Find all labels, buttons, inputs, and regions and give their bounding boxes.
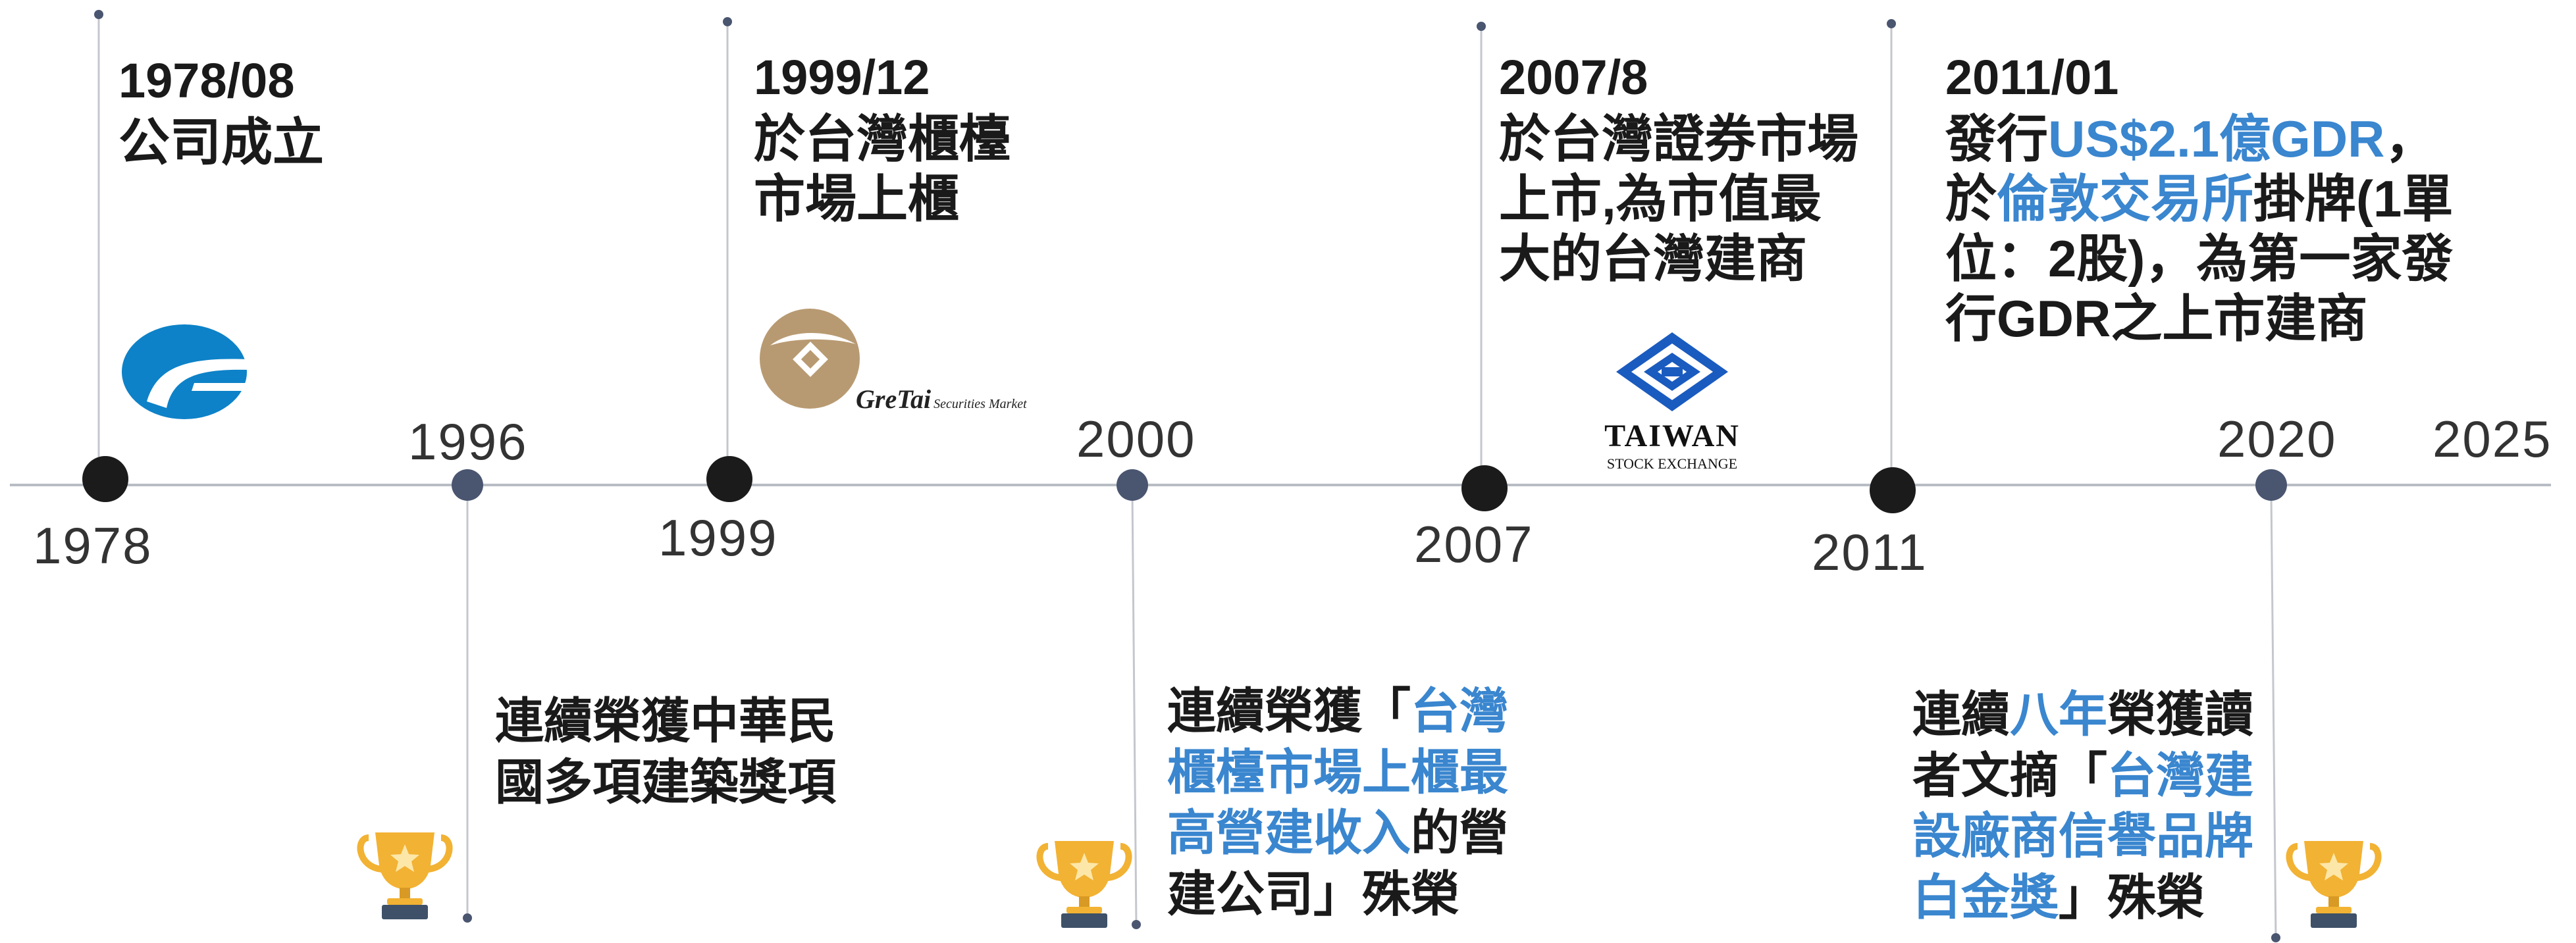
- highlight-text: 高營建收入: [1167, 805, 1411, 860]
- minor-dot-2020: [2255, 469, 2287, 501]
- gretai-wordmark: GreTai Securities Market: [856, 384, 1027, 415]
- text-segment: 榮獲讀: [2107, 687, 2253, 742]
- award-text-line: 連續八年榮獲讀: [1912, 684, 2253, 746]
- year-label-1996: 1996: [408, 413, 528, 471]
- year-label-2025: 2025: [2432, 410, 2552, 468]
- highlight-text: 八年: [2010, 687, 2107, 742]
- year-label-1999: 1999: [658, 509, 778, 567]
- connector-end-dot: [463, 913, 472, 923]
- milestone-dot-1999: [706, 456, 752, 502]
- milestone-text: 於台灣證券市場: [1499, 109, 1859, 168]
- year-label-2007: 2007: [1414, 515, 1534, 573]
- twse-emblem: [1616, 332, 1728, 411]
- year-label-1978: 1978: [33, 517, 153, 574]
- milestone-2007: 2007/8 於台灣證券市場 上市,為市值最 大的台灣建商: [1499, 49, 1858, 289]
- twse-sub: STOCK EXCHANGE: [1606, 455, 1738, 472]
- milestone-1978: 1978/08 公司成立: [118, 53, 324, 172]
- trophy-icon: [357, 832, 453, 919]
- connector-end-dot: [94, 10, 103, 19]
- milestone-text-line: 位：2股)，為第一家發: [1945, 230, 2454, 288]
- text-segment: 發行: [1945, 109, 2049, 168]
- highlight-gdr-amount: US$2.1億GDR: [2048, 109, 2385, 168]
- highlight-london-exchange: 倫敦交易所: [1997, 169, 2254, 228]
- connector-end-dot: [723, 17, 732, 26]
- award-text-line: 白金獎」殊榮: [1912, 867, 2253, 929]
- year-label-2011: 2011: [1812, 523, 1928, 581]
- award-2000: 連續榮獲「台灣 櫃檯市場上櫃最 高營建收入的營 建公司」殊榮: [1167, 681, 1508, 925]
- gretai-logo: GreTai Securities Market: [757, 306, 1040, 415]
- gretai-sub: Securities Market: [933, 397, 1027, 411]
- highlight-text: 台灣建: [2107, 748, 2253, 803]
- milestone-text-line: 行GDR之上市建商: [1945, 290, 2368, 348]
- minor-dot-2000: [1117, 469, 1148, 501]
- company-logo: [122, 324, 248, 419]
- award-text-line: 櫃檯市場上櫃最: [1167, 744, 1508, 800]
- trophy-icon: [2286, 841, 2382, 928]
- milestone-date: 2007/8: [1499, 50, 1648, 105]
- connector-2020: [2270, 493, 2277, 938]
- milestone-text-line: 於倫敦交易所掛牌(1單: [1945, 169, 2453, 229]
- milestone-text: 於台灣櫃檯: [754, 109, 1011, 168]
- milestone-dot-2007: [1461, 465, 1508, 511]
- milestone-1999: 1999/12 於台灣櫃檯 市場上櫃: [754, 49, 1011, 229]
- text-segment: 」殊榮: [2059, 869, 2205, 925]
- milestone-date: 1999/12: [754, 50, 930, 105]
- connector-end-dot: [1887, 19, 1896, 28]
- award-2020: 連續八年榮獲讀 者文摘「台灣建 設廠商信譽品牌 白金獎」殊榮: [1912, 684, 2253, 928]
- milestone-2011: 2011/01 發行US$2.1億GDR， 於倫敦交易所掛牌(1單 位：2股)，…: [1945, 49, 2453, 349]
- highlight-text: 台灣: [1411, 684, 1508, 738]
- twse-logo: TAIWAN STOCK EXCHANGE: [1583, 329, 1761, 480]
- milestone-dot-1978: [82, 456, 128, 502]
- twse-name: TAIWAN: [1604, 419, 1740, 453]
- award-text-line: 設廠商信譽品牌: [1912, 809, 2253, 863]
- text-segment: 掛牌(1單: [2253, 169, 2454, 228]
- award-text-line: 連續榮獲中華民: [495, 694, 836, 748]
- milestone-text: 市場上櫃: [754, 169, 960, 228]
- text-segment: 於: [1945, 169, 1997, 228]
- connector-end-dot: [1477, 22, 1486, 31]
- gretai-name: GreTai: [856, 384, 932, 414]
- text-segment: 連續榮獲「: [1167, 684, 1411, 738]
- milestone-text: 公司成立: [118, 113, 325, 171]
- award-1996: 連續榮獲中華民 國多項建築獎項: [495, 691, 836, 813]
- trophy-icon: [1036, 841, 1132, 928]
- connector-2000: [1131, 493, 1138, 925]
- connector-end-dot: [1132, 920, 1141, 929]
- milestone-date: 2011/01: [1945, 50, 2119, 105]
- minor-dot-1996: [452, 469, 483, 501]
- milestone-text: 上市,為市值最: [1499, 169, 1822, 228]
- text-segment: 者文摘「: [1912, 748, 2107, 803]
- highlight-text: 白金獎: [1912, 869, 2059, 925]
- text-segment: 的營: [1411, 805, 1508, 860]
- award-text-line: 者文摘「台灣建: [1912, 746, 2253, 807]
- year-label-2020: 2020: [2217, 410, 2337, 468]
- text-segment: ，: [2384, 109, 2436, 168]
- award-text-line: 國多項建築獎項: [495, 754, 836, 809]
- milestone-text: 大的台灣建商: [1499, 230, 1808, 288]
- award-text-line: 建公司」殊榮: [1167, 866, 1459, 921]
- milestone-dot-2011: [1870, 467, 1916, 513]
- connector-end-dot: [2271, 933, 2280, 942]
- text-segment: 連續: [1912, 687, 2010, 742]
- milestone-text-line: 發行US$2.1億GDR，: [1945, 109, 2453, 169]
- award-text-line: 高營建收入的營: [1167, 803, 1508, 864]
- gretai-emblem: [760, 309, 860, 409]
- milestone-date: 1978/08: [118, 53, 295, 108]
- year-label-2000: 2000: [1076, 410, 1196, 468]
- award-text-line: 連續榮獲「台灣: [1167, 681, 1508, 742]
